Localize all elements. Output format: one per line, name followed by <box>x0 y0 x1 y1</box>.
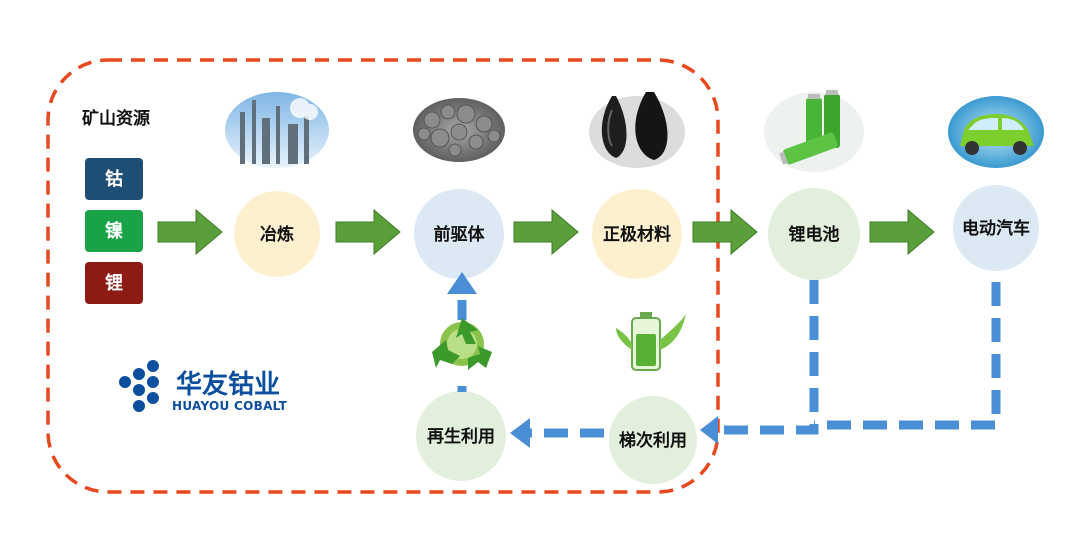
flow-ev-to-cascade <box>814 282 1001 430</box>
node-ev: 电动汽车 <box>953 185 1039 271</box>
arrow-precursor-to-cathode <box>513 208 579 256</box>
company-scope-boundary <box>46 58 720 494</box>
svg-text:正极材料: 正极材料 <box>603 224 671 245</box>
arrowhead-to-cascade <box>700 416 718 444</box>
node-cascade: 梯次利用 <box>609 396 697 484</box>
electric-car-icon <box>948 96 1044 168</box>
node-cathode: 正极材料 <box>592 189 682 279</box>
metal-lithium: 锂 <box>85 262 143 304</box>
svg-text:再生利用: 再生利用 <box>427 426 495 447</box>
svg-text:前驱体: 前驱体 <box>434 224 486 245</box>
node-battery: 锂电池 <box>768 188 860 280</box>
factory-icon <box>225 92 329 168</box>
svg-text:冶炼: 冶炼 <box>260 224 294 245</box>
node-smelting: 冶炼 <box>234 191 320 277</box>
svg-text:镍: 镍 <box>105 220 123 242</box>
svg-text:钴: 钴 <box>105 168 123 190</box>
svg-text:锂电池: 锂电池 <box>789 224 840 245</box>
svg-text:锂: 锂 <box>105 272 123 294</box>
metal-cobalt: 钴 <box>85 158 143 200</box>
green-battery-icon <box>616 312 686 371</box>
logo-name-cn: 华友钴业 <box>176 369 280 400</box>
logo-name-en: HUAYOU COBALT <box>172 399 288 413</box>
node-recycling: 再生利用 <box>416 391 506 481</box>
arrowhead-to-precursor <box>447 272 477 294</box>
resources-title: 矿山资源 <box>82 108 150 129</box>
powder-sample-icon <box>413 98 505 162</box>
svg-text:电动汽车: 电动汽车 <box>962 218 1030 239</box>
arrow-battery-to-ev <box>869 208 935 256</box>
metal-nickel: 镍 <box>85 210 143 252</box>
recycle-icon <box>432 318 492 370</box>
arrow-smelting-to-precursor <box>335 208 401 256</box>
huayou-logo: 华友钴业 HUAYOU COBALT <box>119 360 288 413</box>
svg-text:梯次利用: 梯次利用 <box>619 430 687 451</box>
cathode-flask-icon <box>589 92 685 168</box>
arrowhead-to-recycling <box>510 418 530 448</box>
battery-cells-icon <box>764 90 864 172</box>
arrow-cathode-to-battery <box>692 208 758 256</box>
logo-mark-icon <box>119 360 159 412</box>
flow-battery-to-cascade <box>716 280 819 435</box>
arrow-resources-to-smelting <box>157 208 223 256</box>
node-precursor: 前驱体 <box>414 189 504 279</box>
